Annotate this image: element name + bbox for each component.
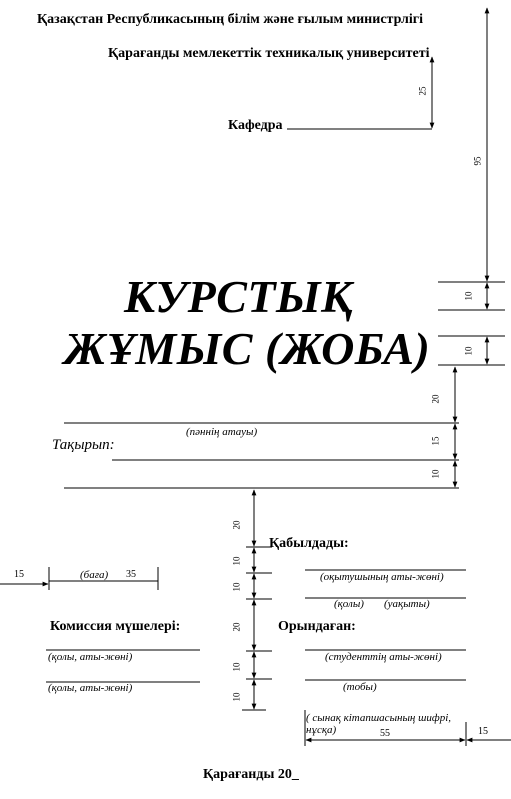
dim-10-center1: 10: [231, 556, 241, 566]
topic-label: Тақырып:: [52, 437, 115, 453]
dim-20-center: 20: [231, 520, 241, 530]
grade-left-margin: 15: [14, 569, 24, 580]
dim-20-center2: 20: [231, 622, 241, 632]
department-label: Кафедра: [228, 118, 283, 133]
signature-caption: (қолы): [334, 598, 364, 610]
dim-15-topic: 15: [430, 436, 440, 446]
performed-label: Орындаған:: [278, 619, 356, 634]
record-width: 55: [380, 728, 390, 739]
subject-caption: (пәннің атауы): [186, 426, 258, 438]
record-right-margin: 15: [478, 726, 488, 737]
accepted-label: Қабылдады:: [269, 536, 349, 551]
dim-10-center2: 10: [231, 582, 241, 592]
title-line-2: ЖҰМЫС (ЖОБА): [64, 323, 431, 374]
teacher-caption: (оқытушының аты-жөні): [320, 571, 444, 583]
grade-caption: (баға): [80, 569, 109, 581]
dim-95: 95: [472, 156, 482, 166]
dim-20-topic: 20: [430, 394, 440, 404]
university-heading: Қарағанды мемлекеттік техникалық универс…: [108, 46, 430, 61]
dim-10-center3: 10: [231, 662, 241, 672]
title-line-1: КУРСТЫҚ: [124, 271, 353, 322]
dim-25: 25: [417, 86, 427, 96]
record-caption-line2: нұсқа): [306, 724, 337, 736]
footer-city-year: Қарағанды 20_: [203, 767, 299, 782]
ministry-heading: Қазақстан Республикасының білім және ғыл…: [37, 12, 424, 27]
record-caption-line1: ( сынақ кітапшасының шифрі,: [306, 712, 452, 724]
grade-width: 35: [126, 569, 136, 580]
member2-caption: (қолы, аты-жөні): [48, 682, 133, 694]
dim-10-center4: 10: [231, 692, 241, 702]
dim-10-title2: 10: [463, 346, 473, 356]
student-caption: (студенттің аты-жөні): [325, 651, 442, 663]
group-caption: (тобы): [343, 681, 377, 693]
dim-10-title1: 10: [463, 291, 473, 301]
member1-caption: (қолы, аты-жөні): [48, 651, 133, 663]
dim-10-topic: 10: [430, 469, 440, 479]
commission-label: Комиссия мүшелері:: [50, 619, 181, 634]
date-caption: (уақыты): [384, 598, 430, 610]
